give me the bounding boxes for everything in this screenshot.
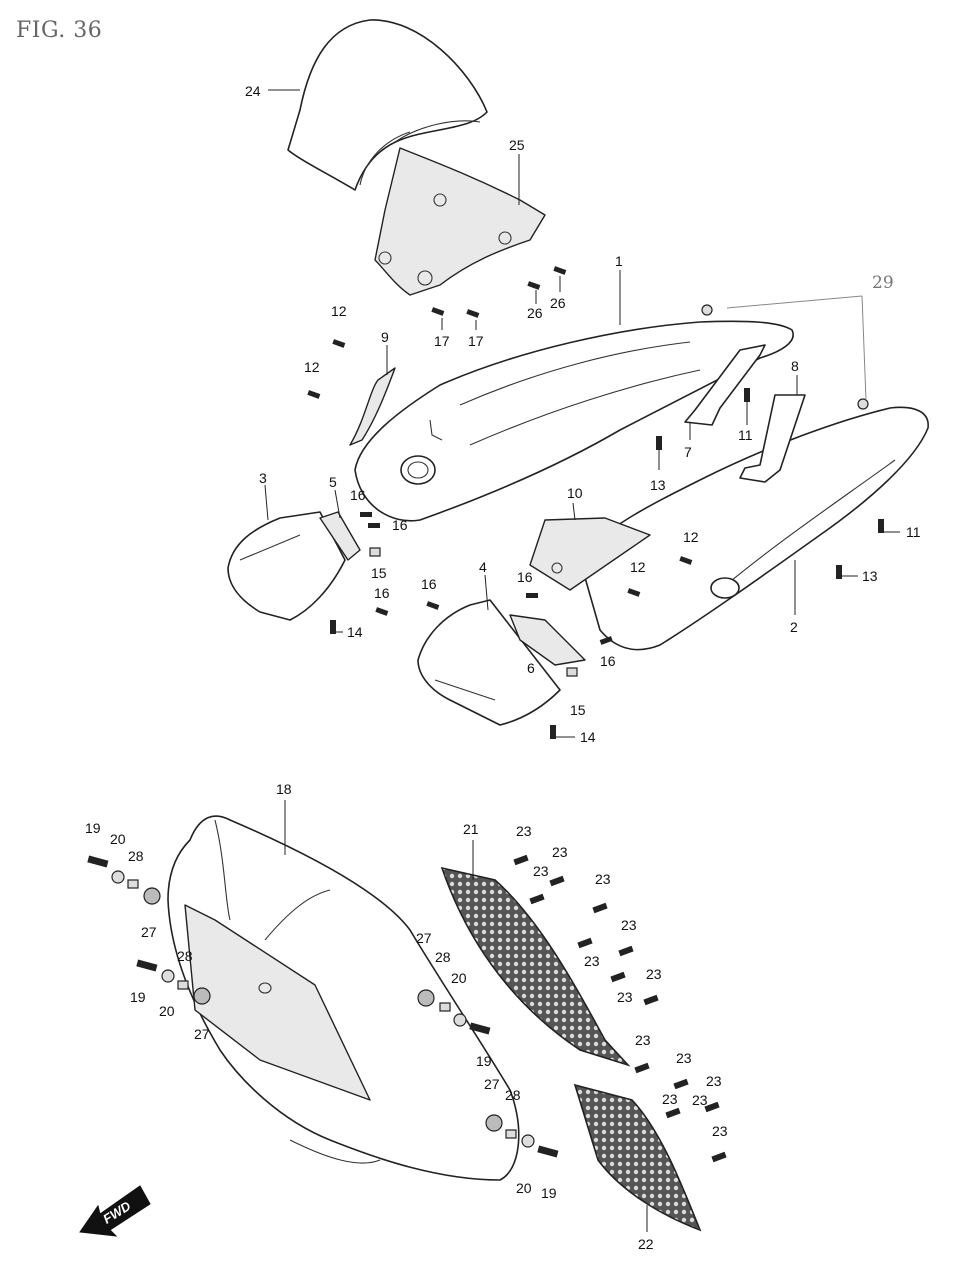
part-2-rear-side-cover [579, 406, 929, 651]
callout-12d: 12 [630, 559, 646, 575]
callout-20a: 20 [110, 831, 126, 847]
callout-16a: 16 [350, 487, 366, 503]
callout-24: 24 [245, 83, 261, 99]
callout-10: 10 [567, 485, 583, 501]
callout-20d: 20 [516, 1180, 532, 1196]
callout-19d: 19 [541, 1185, 557, 1201]
callout-2: 2 [790, 619, 798, 635]
part-5-bracket [319, 511, 361, 561]
callout-19b: 19 [130, 989, 146, 1005]
callout-16b: 16 [392, 517, 408, 533]
callout-27c: 27 [416, 930, 432, 946]
callout-13b: 13 [862, 568, 878, 584]
callout-28d: 28 [505, 1087, 521, 1103]
callout-7: 7 [684, 444, 692, 460]
callout-23j: 23 [676, 1050, 692, 1066]
part-8-stay [739, 394, 806, 483]
callout-19a: 19 [85, 820, 101, 836]
figure-title: FIG. 36 [16, 18, 103, 43]
fwd-arrow-icon: FWD [79, 1185, 151, 1237]
callout-17b: 17 [468, 333, 484, 349]
part-7-stay [684, 344, 766, 426]
callout-23n: 23 [712, 1123, 728, 1139]
callout-27b: 27 [194, 1026, 210, 1042]
callout-4: 4 [479, 559, 487, 575]
callout-12b: 12 [304, 359, 320, 375]
part-6-bracket [509, 614, 586, 666]
callout-23l: 23 [662, 1091, 678, 1107]
callout-20c: 20 [451, 970, 467, 986]
callout-23d: 23 [595, 871, 611, 887]
callout-labels: 24 25 1 29 26 26 17 17 12 12 9 8 11 7 13… [85, 83, 921, 1252]
callout-13a: 13 [650, 477, 666, 493]
callout-5: 5 [329, 474, 337, 490]
part-24-seat-cowl [287, 19, 488, 191]
callout-23k: 23 [706, 1073, 722, 1089]
leader-lines [264, 89, 900, 1232]
callout-26a: 26 [550, 295, 566, 311]
callout-8: 8 [791, 358, 799, 374]
part-3-light-cover [227, 511, 346, 621]
callout-15a: 15 [371, 565, 387, 581]
callout-23b: 23 [552, 844, 568, 860]
callout-28b: 28 [177, 948, 193, 964]
callout-23f: 23 [584, 953, 600, 969]
callout-27d: 27 [484, 1076, 500, 1092]
callout-19c: 19 [476, 1053, 492, 1069]
part-22-mesh-plate [573, 1083, 702, 1232]
fasteners [87, 266, 884, 1163]
callout-21: 21 [463, 821, 479, 837]
callout-11a: 11 [738, 427, 753, 443]
part-21-mesh-plate [440, 866, 631, 1067]
part-18-side-panel [167, 815, 520, 1181]
callout-23m: 23 [692, 1092, 708, 1108]
callout-16f: 16 [600, 653, 616, 669]
callout-23c: 23 [533, 863, 549, 879]
callout-23g: 23 [646, 966, 662, 982]
callout-28a: 28 [128, 848, 144, 864]
callout-9: 9 [381, 329, 389, 345]
callout-6: 6 [527, 660, 535, 676]
callout-14b: 14 [580, 729, 596, 745]
callout-23a: 23 [516, 823, 532, 839]
part-10-bracket [529, 517, 651, 591]
callout-25: 25 [509, 137, 525, 153]
callout-28c: 28 [435, 949, 451, 965]
callout-26b: 26 [527, 305, 543, 321]
part-1-rear-side-cover [354, 320, 794, 522]
callout-3: 3 [259, 470, 267, 486]
callout-23h: 23 [617, 989, 633, 1005]
callout-20b: 20 [159, 1003, 175, 1019]
callout-22: 22 [638, 1236, 654, 1252]
callout-16d: 16 [421, 576, 437, 592]
part-25-cowl-bracket [374, 147, 546, 296]
callout-11b: 11 [906, 524, 921, 540]
callout-17a: 17 [434, 333, 450, 349]
part-9-bracket [349, 367, 396, 446]
callout-12c: 12 [683, 529, 699, 545]
callout-16e: 16 [517, 569, 533, 585]
callout-16c: 16 [374, 585, 390, 601]
callout-1: 1 [615, 253, 623, 269]
callout-27a: 27 [141, 924, 157, 940]
callout-29: 29 [872, 273, 894, 293]
callout-12a: 12 [331, 303, 347, 319]
callout-18: 18 [276, 781, 292, 797]
callout-15b: 15 [570, 702, 586, 718]
callout-23e: 23 [621, 917, 637, 933]
part-4-light-cover [417, 599, 561, 726]
callout-14a: 14 [347, 624, 363, 640]
callout-23i: 23 [635, 1032, 651, 1048]
